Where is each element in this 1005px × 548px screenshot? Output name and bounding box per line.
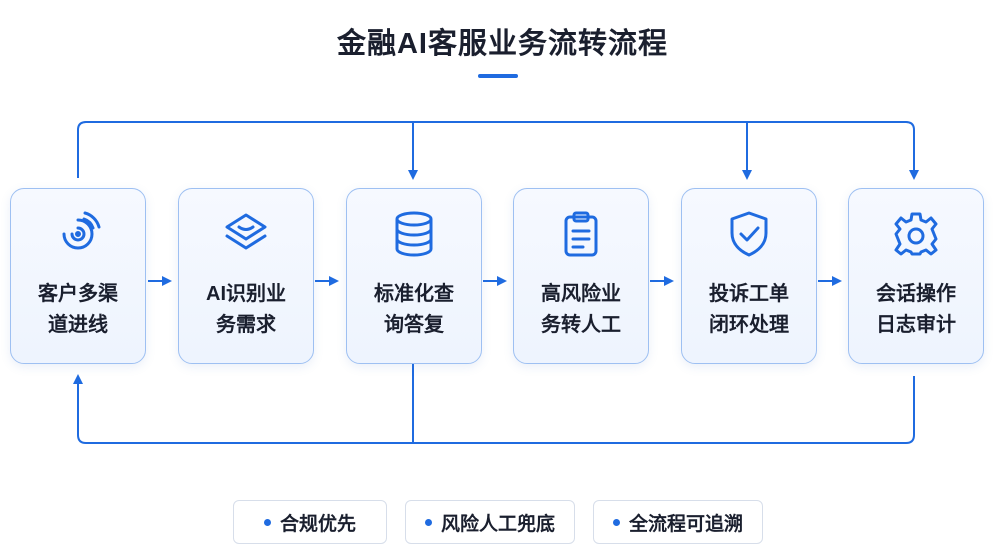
step-label: AI识别业务需求 [206,283,286,336]
step-label: 投诉工单闭环处理 [709,283,789,336]
tag-compliance-first: 合规优先 [233,500,387,544]
step-card-customer-channels: 客户多渠道进线 [10,188,146,364]
step-card-high-risk-transfer: 高风险业务转人工 [513,188,649,364]
tag-full-traceability: 全流程可追溯 [593,500,763,544]
database-icon [347,209,481,259]
bullet-dot [263,518,271,526]
gear-icon [849,209,983,259]
step-label: 客户多渠道进线 [38,283,118,336]
step-card-session-audit: 会话操作日志审计 [848,188,984,364]
shield-check-icon [682,209,816,259]
top-loop-line [77,121,919,180]
bullet-dot [612,518,620,526]
clipboard-icon [514,209,648,259]
step-card-ai-identify: AI识别业务需求 [178,188,314,364]
step-card-standard-answer: 标准化查询答复 [346,188,482,364]
channel-icon [11,209,145,259]
bullet-dot [424,518,432,526]
step-label: 会话操作日志审计 [876,283,956,336]
tag-risk-manual-fallback: 风险人工兜底 [405,500,575,544]
step-label: 标准化查询答复 [374,283,454,336]
layers-icon [179,209,313,259]
page-title: 金融AI客服业务流转流程 [336,28,668,60]
step-card-complaint-ticket: 投诉工单闭环处理 [681,188,817,364]
title-underline [478,74,518,78]
step-label: 高风险业务转人工 [541,283,621,336]
bottom-loop-line [73,374,915,444]
